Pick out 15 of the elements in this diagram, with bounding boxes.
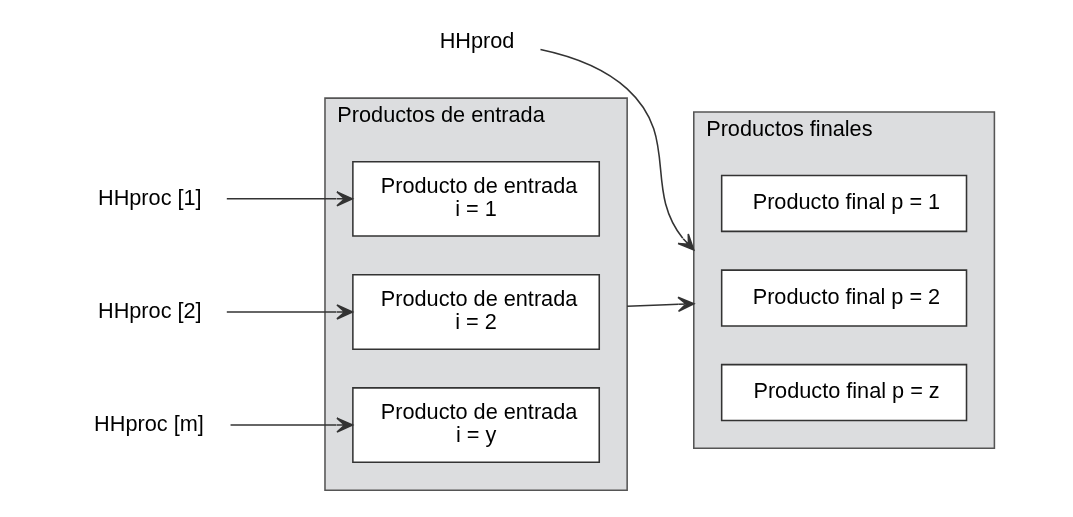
arrow xyxy=(539,48,695,251)
node-box: Producto de entrada i = 2 xyxy=(352,274,601,350)
node-text: HHproc [2] xyxy=(97,297,202,323)
node-box: Producto final p = z xyxy=(720,363,968,422)
arrow xyxy=(226,191,354,207)
node-box: Producto final p = 1 xyxy=(720,174,968,233)
arrow xyxy=(226,304,354,320)
node-text: HHprod xyxy=(439,28,515,54)
node-text: HHproc [1] xyxy=(97,184,202,210)
arrow xyxy=(229,417,354,433)
node-box: Producto de entrada i = y xyxy=(352,387,601,464)
node-box: Producto final p = 2 xyxy=(720,269,968,327)
arrow xyxy=(626,296,695,313)
node-box: Producto de entrada i = 1 xyxy=(352,160,601,237)
node-text: HHproc [m] xyxy=(94,410,204,436)
